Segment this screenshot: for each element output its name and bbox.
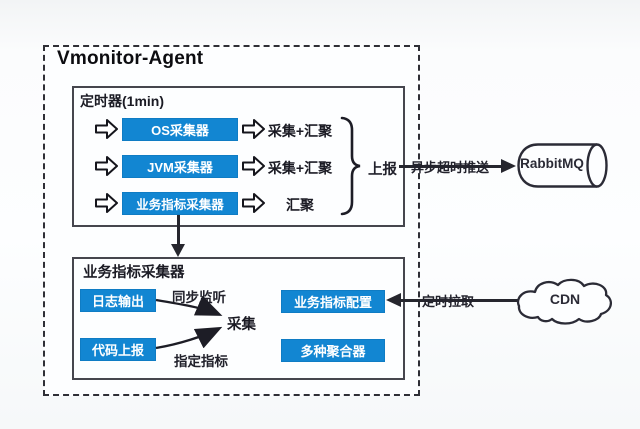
agent-title: Vmonitor-Agent: [57, 48, 204, 69]
connector-line: [177, 215, 180, 246]
queue-label: RabbitMQ: [520, 156, 584, 171]
push-label: 异步超时推送: [411, 160, 490, 175]
curved-arrows-icon: [152, 292, 232, 354]
flow-arrow-icon: [95, 156, 119, 176]
flow-arrow-icon: [242, 119, 266, 139]
arrowhead-right-icon: [501, 159, 516, 173]
push-line: [399, 165, 502, 168]
flow-arrow-icon: [242, 193, 266, 213]
result-metric: 汇聚: [286, 197, 314, 213]
node-metric-collector: 业务指标采集器: [122, 192, 238, 215]
report-label: 上报: [368, 162, 397, 178]
metric-box-title: 业务指标采集器: [83, 265, 185, 281]
brace-icon: [339, 116, 363, 216]
result-jvm: 采集+汇聚: [267, 160, 333, 176]
arrowhead-left-icon: [386, 293, 401, 307]
queue-cylinder-icon: [516, 142, 611, 189]
node-jvm-collector: JVM采集器: [122, 155, 238, 178]
arrowhead-down-icon: [171, 244, 185, 257]
cdn-label: CDN: [549, 291, 581, 307]
cloud-icon: [514, 276, 616, 328]
specify-metric-label: 指定指标: [174, 354, 228, 369]
flow-arrow-icon: [242, 156, 266, 176]
result-os: 采集+汇聚: [267, 123, 333, 139]
node-os-collector: OS采集器: [122, 118, 238, 141]
timer-box-title: 定时器(1min): [80, 93, 164, 109]
node-code-report: 代码上报: [80, 338, 156, 361]
flow-arrow-icon: [95, 193, 119, 213]
node-aggregators: 多种聚合器: [281, 339, 385, 362]
collect-label: 采集: [227, 317, 256, 333]
node-log-output: 日志输出: [80, 289, 156, 312]
node-metric-config: 业务指标配置: [281, 290, 385, 313]
pull-label: 定时拉取: [422, 294, 475, 309]
pull-line: [399, 299, 519, 302]
flow-arrow-icon: [95, 119, 119, 139]
